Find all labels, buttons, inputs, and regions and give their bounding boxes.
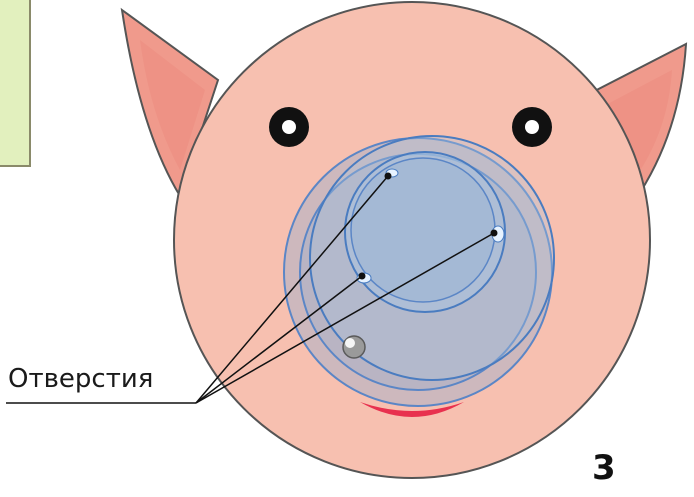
bead [343, 336, 365, 358]
callout-dot-3 [491, 230, 498, 237]
callout-label: Отверстия [8, 364, 153, 394]
right-eye [512, 107, 552, 147]
callout-dot-2 [359, 273, 366, 280]
snout-discs [284, 136, 554, 406]
note-panel [0, 0, 30, 166]
left-eye [269, 107, 309, 147]
callout-dot-1 [385, 173, 392, 180]
snout-disc-core [351, 158, 495, 302]
page-number: 3 [592, 448, 616, 488]
